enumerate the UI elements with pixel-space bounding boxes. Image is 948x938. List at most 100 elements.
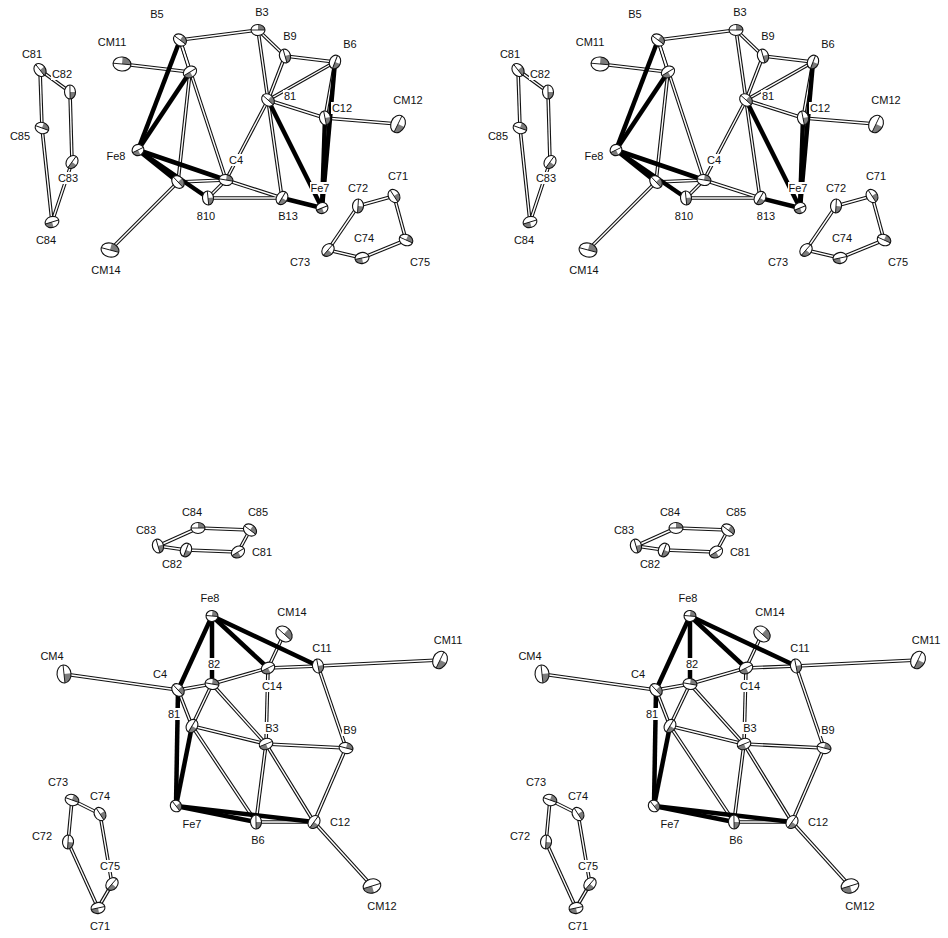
bond: [746, 666, 796, 668]
atom-label: CM14: [90, 264, 121, 276]
atom-ellipsoid: [542, 85, 553, 99]
atom-label: 81: [167, 708, 181, 720]
atom-label: C12: [807, 816, 829, 828]
bond: [744, 744, 824, 748]
structure-view: [534, 521, 928, 914]
atom-label: C72: [509, 830, 531, 842]
bond: [68, 842, 98, 908]
bond: [42, 128, 52, 222]
bond: [268, 666, 318, 668]
bond: [70, 92, 72, 162]
bond: [803, 118, 876, 124]
atom-label: CM4: [517, 650, 542, 662]
atom-label: 82: [685, 658, 699, 670]
atom-ellipsoid: [656, 541, 671, 558]
atom-ellipsoid: [56, 664, 72, 683]
bond: [198, 528, 250, 530]
atom-ellipsoid: [728, 815, 739, 829]
atom-ellipsoid: [386, 187, 403, 205]
atom-ellipsoid: [178, 541, 193, 558]
atom-ellipsoid: [647, 173, 665, 191]
atom-label: Fe8: [678, 592, 699, 604]
atom-ellipsoid: [830, 199, 842, 214]
bond: [744, 744, 792, 822]
atom-label: C85: [725, 506, 747, 518]
bond: [546, 842, 576, 908]
atom-label: C74: [567, 790, 589, 802]
bond: [736, 30, 746, 100]
atom-label: C75: [887, 256, 909, 268]
atom-label: Fe8: [200, 592, 221, 604]
atom-label: C81: [499, 48, 521, 60]
atom-ellipsoid: [696, 173, 712, 186]
atom-label: C83: [57, 172, 79, 184]
atom-label: Fe7: [660, 818, 681, 830]
atom-label: B13: [277, 210, 299, 222]
atom-ellipsoid: [305, 813, 322, 831]
bond: [676, 528, 728, 530]
bond: [704, 180, 760, 198]
atom-ellipsoid: [719, 521, 737, 538]
atom-ellipsoid: [250, 815, 261, 829]
atom-ellipsoid: [92, 805, 109, 823]
atom-ellipsoid: [581, 875, 598, 893]
atom-label: 810: [674, 210, 694, 222]
atom-label: C82: [529, 68, 551, 80]
atom-label: CM14: [754, 606, 785, 618]
atom-label: C85: [247, 506, 269, 518]
atom-ellipsoid: [34, 120, 51, 135]
bond: [530, 162, 550, 222]
atom-ellipsoid: [251, 25, 265, 36]
atom-label: B3: [254, 6, 269, 18]
atom-ellipsoid: [354, 251, 370, 265]
bond: [212, 668, 268, 684]
bond: [704, 100, 746, 180]
bond: [40, 70, 42, 128]
atom-label: CM14: [568, 264, 599, 276]
bond: [110, 182, 178, 250]
bond: [658, 30, 736, 40]
bond: [314, 748, 346, 822]
atom-label: CM14: [276, 606, 307, 618]
atom-label: C81: [21, 48, 43, 60]
atom-ellipsoid: [805, 53, 820, 70]
atom-ellipsoid: [684, 610, 697, 622]
bond: [186, 550, 238, 552]
atom-label: B3: [264, 722, 279, 734]
atom-label: C71: [387, 170, 409, 182]
atom-ellipsoid: [191, 523, 205, 534]
bond: [792, 748, 824, 822]
atom-label: Fe7: [310, 182, 331, 194]
atom-label: C82: [51, 68, 73, 80]
bond: [268, 666, 318, 668]
iron-bond: [212, 616, 318, 666]
bond: [100, 814, 112, 884]
iron-bond: [176, 726, 192, 806]
atom-label: C72: [825, 182, 847, 194]
atom-label: B3: [742, 722, 757, 734]
bond: [746, 62, 813, 100]
atom-ellipsoid: [64, 792, 81, 807]
atom-label: C75: [99, 860, 121, 872]
atom-ellipsoid: [218, 173, 234, 186]
bond: [314, 822, 372, 886]
atom-label: CM12: [392, 94, 423, 106]
bond: [122, 64, 190, 72]
bond: [664, 550, 716, 552]
atom-label: C4: [706, 154, 722, 166]
atom-label: C82: [161, 558, 183, 570]
bond: [658, 40, 704, 180]
atom-ellipsoid: [397, 232, 414, 248]
bond: [52, 162, 72, 222]
atom-ellipsoid: [319, 241, 336, 259]
atom-label: B9: [760, 30, 775, 42]
bond: [792, 822, 850, 886]
atom-label: C71: [865, 170, 887, 182]
atom-ellipsoid: [568, 901, 584, 915]
atom-ellipsoid: [169, 173, 187, 191]
atom-ellipsoid: [259, 91, 277, 109]
bond: [212, 668, 268, 684]
bond: [763, 56, 813, 62]
bond: [226, 100, 268, 180]
bond: [40, 70, 42, 128]
